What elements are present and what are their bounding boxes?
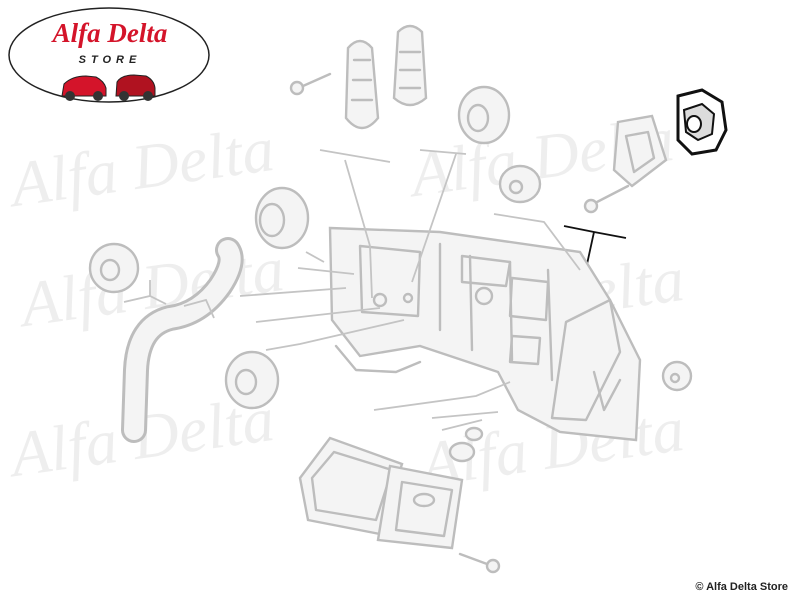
grommet-top: [457, 85, 511, 145]
grommet-left-lower: [224, 350, 280, 410]
screw-lower: [458, 552, 501, 574]
brand-logo[interactable]: Alfa Delta STORE: [10, 8, 210, 104]
nut-lower: [448, 426, 484, 463]
brand-subtitle: STORE: [78, 54, 142, 66]
boot-top-1: [344, 39, 380, 130]
logo-oval: [8, 7, 210, 103]
highlighted-grommet-part: [676, 88, 728, 156]
nut-right: [661, 360, 693, 392]
grommet-far-left: [88, 242, 140, 294]
grommet-left-top: [254, 186, 310, 250]
logo-cars-image: [61, 74, 156, 101]
leader-lines: [123, 149, 581, 431]
boot-top-2: [392, 24, 428, 107]
grommet-small-right: [498, 164, 542, 204]
brand-title: Alfa Delta: [52, 18, 168, 48]
heater-housing: [328, 226, 642, 442]
screw-top-left: [289, 72, 332, 96]
bracket-right: [612, 114, 668, 188]
copyright-notice: © Alfa Delta Store: [695, 581, 788, 593]
duct-lower: [298, 436, 464, 550]
hose: [121, 237, 244, 443]
screw-right: [583, 184, 630, 214]
